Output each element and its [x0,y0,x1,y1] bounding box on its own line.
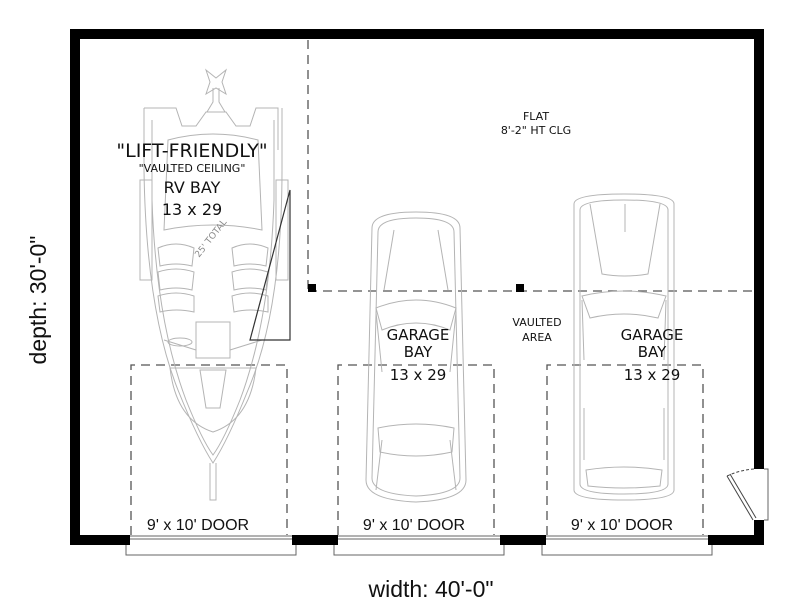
vaulted-area-line1: VAULTED [512,316,561,329]
right-wall-upper [754,29,764,469]
bottom-wall-segment [708,535,764,545]
vaulted-area-labels: VAULTED AREA [512,316,561,344]
door-clearance-3 [546,364,704,535]
garage-door-1[interactable] [125,535,297,556]
rv-bay-title: "LIFT-FRIENDLY" [116,140,267,162]
door-3-label: 9' x 10' DOOR [571,517,673,534]
post-marker [516,284,524,292]
suv-outline [573,193,675,501]
garage-door-3[interactable] [541,535,713,556]
bottom-wall-segment [70,535,130,545]
door-clearance-2 [337,364,495,535]
side-entry-door[interactable] [726,468,769,521]
garage-door-2[interactable] [333,535,505,556]
lift-ramp-triangle [249,189,291,341]
door-labels: 9' x 10' DOOR 9' x 10' DOOR 9' x 10' DOO… [147,517,673,534]
flat-ceiling-label: FLAT [523,110,549,123]
garage-bay-2-labels: GARAGE BAY 13 x 29 [621,326,684,384]
door-clearance-zones [130,364,704,535]
flat-ceiling-labels: FLAT 8'-2" HT CLG [501,110,571,137]
door-1-label: 9' x 10' DOOR [147,517,249,534]
width-dimension-label: width: 40'-0" [367,576,493,602]
bottom-wall-segment [500,535,546,545]
garage-bay-1-labels: GARAGE BAY 13 x 29 [387,326,450,384]
door-clearance-1 [130,364,288,535]
rv-bay-name: RV BAY [164,178,221,197]
garage-bay-2-size: 13 x 29 [624,366,681,384]
right-wall-lower [754,520,764,545]
garage-bay-1-size: 13 x 29 [390,366,447,384]
rv-bay-labels: "LIFT-FRIENDLY" "VAULTED CEILING" RV BAY… [116,140,267,260]
garage-doors [125,535,713,556]
ceiling-division-lines [307,40,754,292]
flat-ceiling-height: 8'-2" HT CLG [501,124,571,137]
rv-bay-size: 13 x 29 [162,200,222,219]
post-marker [308,284,316,292]
bottom-wall-segment [292,535,338,545]
exterior-walls [70,29,764,545]
outboard-motor-icon [204,68,228,96]
door-2-label: 9' x 10' DOOR [363,517,465,534]
rv-bay-subtitle: "VAULTED CEILING" [139,162,246,175]
garage-bay-2-line1: GARAGE [621,326,684,344]
boat-outline [139,68,289,501]
vaulted-area-line2: AREA [522,331,552,344]
garage-bay-1-line2: BAY [404,343,433,361]
garage-bay-1-line1: GARAGE [387,326,450,344]
top-wall [70,29,764,39]
depth-dimension-label: depth: 30'-0" [25,236,51,365]
boat-length-note: 25' TOTAL [194,218,230,260]
sedan-outline [365,211,467,503]
left-wall [70,29,80,545]
garage-bay-2-line2: BAY [638,343,667,361]
